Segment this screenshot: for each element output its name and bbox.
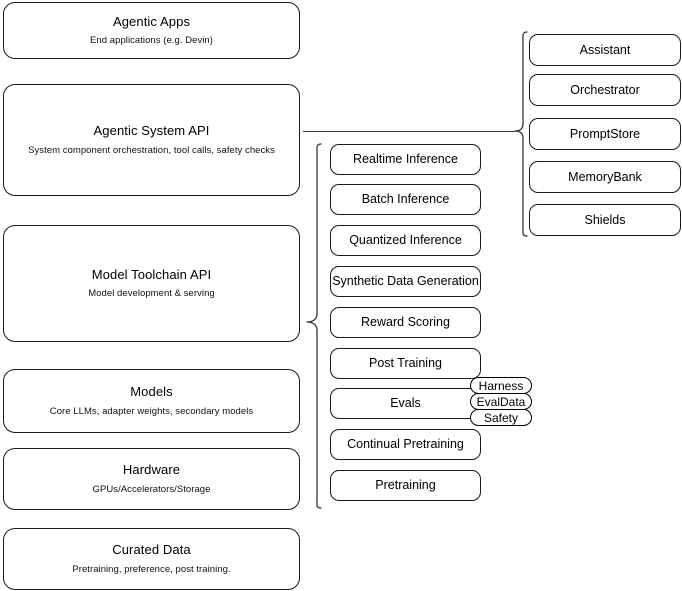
toolchain-item-reward-scoring[interactable]: Reward Scoring xyxy=(330,307,481,338)
toolchain-item-label: Post Training xyxy=(369,356,442,371)
layer-box-agentic-apps[interactable]: Agentic Apps End applications (e.g. Devi… xyxy=(3,2,300,59)
layer-title: Hardware xyxy=(122,462,181,478)
system-item-promptstore[interactable]: PromptStore xyxy=(529,118,681,150)
evals-subitem-safety[interactable]: Safety xyxy=(470,409,532,426)
evals-subitem-evaldata[interactable]: EvalData xyxy=(470,393,532,410)
evals-subitem-label: Harness xyxy=(478,378,524,393)
toolchain-item-label: Batch Inference xyxy=(361,192,450,207)
system-item-label: Assistant xyxy=(579,42,631,57)
toolchain-item-quantized-inference[interactable]: Quantized Inference xyxy=(330,225,481,256)
system-item-label: Shields xyxy=(584,212,626,227)
toolchain-item-realtime-inference[interactable]: Realtime Inference xyxy=(330,144,481,175)
evals-subitem-label: EvalData xyxy=(476,394,526,409)
toolchain-item-synthetic-data-generation[interactable]: Synthetic Data Generation xyxy=(330,266,481,297)
layer-subtitle: End applications (e.g. Devin) xyxy=(90,35,213,47)
layer-subtitle: Core LLMs, adapter weights, secondary mo… xyxy=(49,405,254,417)
toolchain-item-label: Quantized Inference xyxy=(349,233,462,248)
toolchain-item-label: Reward Scoring xyxy=(361,315,450,330)
system-item-assistant[interactable]: Assistant xyxy=(529,34,681,66)
layer-box-agentic-system-api[interactable]: Agentic System API System component orch… xyxy=(3,84,300,196)
layer-title: Model Toolchain API xyxy=(91,266,212,282)
brace-system-components xyxy=(513,30,529,240)
system-item-label: PromptStore xyxy=(569,126,641,141)
system-item-shields[interactable]: Shields xyxy=(529,204,681,236)
toolchain-item-batch-inference[interactable]: Batch Inference xyxy=(330,184,481,215)
layer-title: Agentic Apps xyxy=(112,13,191,29)
connector-line-system-api xyxy=(303,131,515,133)
layer-subtitle: Pretraining, preference, post training. xyxy=(72,563,231,575)
layer-subtitle: GPUs/Accelerators/Storage xyxy=(92,483,211,495)
toolchain-item-label: Realtime Inference xyxy=(353,152,458,167)
brace-toolchain-components xyxy=(305,142,323,512)
system-item-orchestrator[interactable]: Orchestrator xyxy=(529,74,681,106)
system-item-label: Orchestrator xyxy=(570,82,640,97)
toolchain-item-post-training[interactable]: Post Training xyxy=(330,348,481,379)
toolchain-item-label: Pretraining xyxy=(375,478,436,493)
evals-subitem-harness[interactable]: Harness xyxy=(470,377,532,394)
layer-box-model-toolchain-api[interactable]: Model Toolchain API Model development & … xyxy=(3,225,300,342)
toolchain-item-continual-pretraining[interactable]: Continual Pretraining xyxy=(330,429,481,460)
layer-box-hardware[interactable]: Hardware GPUs/Accelerators/Storage xyxy=(3,448,300,510)
system-item-label: MemoryBank xyxy=(568,169,642,184)
toolchain-item-label: Continual Pretraining xyxy=(347,437,464,452)
layer-box-curated-data[interactable]: Curated Data Pretraining, preference, po… xyxy=(3,528,300,590)
layer-box-models[interactable]: Models Core LLMs, adapter weights, secon… xyxy=(3,369,300,433)
layer-title: Agentic System API xyxy=(93,123,210,139)
evals-subitem-label: Safety xyxy=(483,410,519,425)
system-item-memorybank[interactable]: MemoryBank xyxy=(529,161,681,193)
layer-title: Models xyxy=(130,384,173,400)
layer-subtitle: Model development & serving xyxy=(88,288,215,300)
layer-title: Curated Data xyxy=(112,542,191,558)
toolchain-item-pretraining[interactable]: Pretraining xyxy=(330,470,481,501)
toolchain-item-label: Evals xyxy=(390,396,421,411)
toolchain-item-evals[interactable]: Evals xyxy=(330,388,481,419)
layer-subtitle: System component orchestration, tool cal… xyxy=(28,144,275,156)
toolchain-item-label: Synthetic Data Generation xyxy=(332,274,479,289)
